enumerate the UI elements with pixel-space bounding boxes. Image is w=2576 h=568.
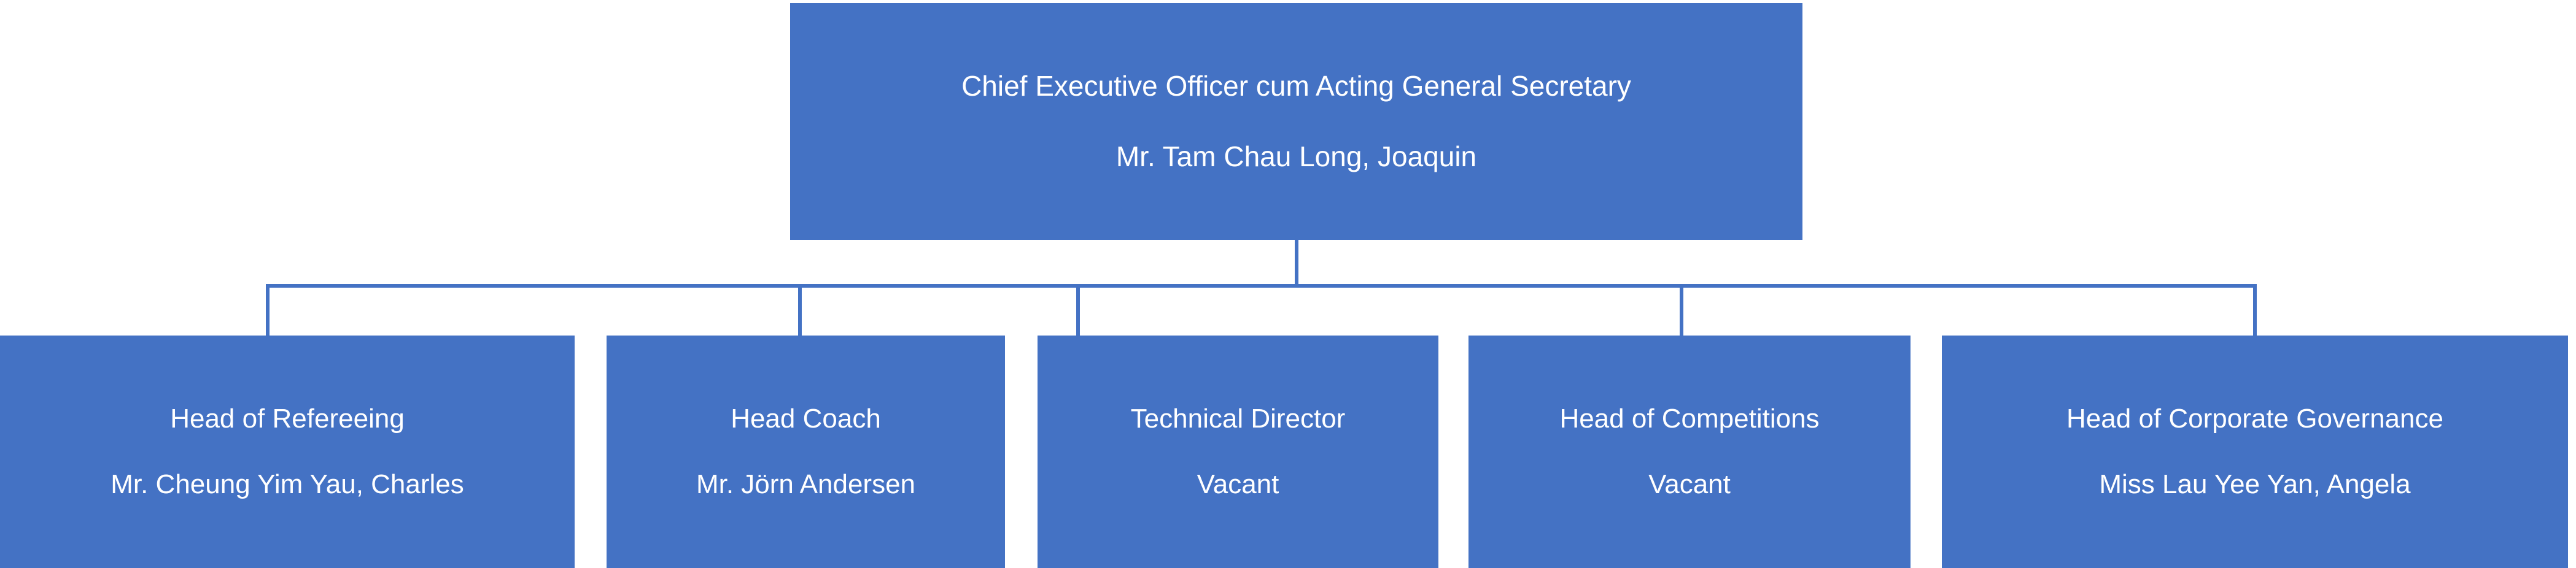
node-person-name: Vacant [1197, 469, 1279, 499]
node-title: Head Coach [731, 403, 881, 434]
node-title: Head of Competitions [1559, 403, 1820, 434]
connector-drop-refereeing [266, 284, 270, 336]
node-person-name: Miss Lau Yee Yan, Angela [2099, 469, 2411, 499]
node-person-name: Mr. Jörn Andersen [696, 469, 916, 499]
node-head-of-competitions[interactable]: Head of Competitions Vacant [1468, 336, 1911, 568]
connector-drop-technical-director [1076, 284, 1080, 336]
node-person-name: Mr. Cheung Yim Yau, Charles [111, 469, 464, 499]
node-head-of-corporate-governance[interactable]: Head of Corporate Governance Miss Lau Ye… [1942, 336, 2568, 568]
node-head-coach[interactable]: Head Coach Mr. Jörn Andersen [607, 336, 1005, 568]
node-head-of-refereeing[interactable]: Head of Refereeing Mr. Cheung Yim Yau, C… [0, 336, 575, 568]
node-technical-director[interactable]: Technical Director Vacant [1038, 336, 1438, 568]
connector-drop-competitions [1680, 284, 1683, 336]
node-title: Technical Director [1130, 403, 1346, 434]
connector-drop-corporate-governance [2253, 284, 2257, 336]
node-person-name: Vacant [1648, 469, 1731, 499]
connector-horizontal-bus [266, 284, 2257, 288]
node-title: Chief Executive Officer cum Acting Gener… [961, 70, 1631, 102]
connector-root-stem [1295, 240, 1298, 288]
node-chief-executive-officer[interactable]: Chief Executive Officer cum Acting Gener… [790, 3, 1802, 240]
connector-drop-head-coach [798, 284, 802, 336]
node-title: Head of Corporate Governance [2066, 403, 2443, 434]
node-title: Head of Refereeing [170, 403, 405, 434]
node-person-name: Mr. Tam Chau Long, Joaquin [1115, 140, 1477, 172]
